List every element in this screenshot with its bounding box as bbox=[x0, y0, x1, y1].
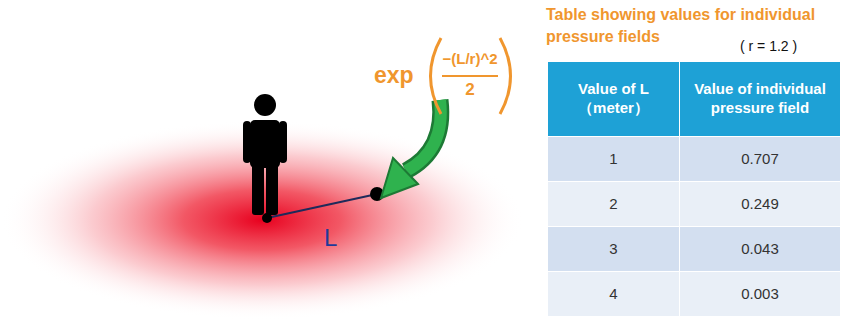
parenthesis bbox=[431, 38, 442, 114]
formula-denominator: 2 bbox=[438, 80, 502, 100]
header-text: Value of L（meter） bbox=[556, 80, 671, 118]
pressure-field bbox=[0, 120, 524, 320]
parameter-note: ( r = 1.2 ) bbox=[740, 38, 840, 55]
table-header-cell: Value of individual pressure field bbox=[680, 62, 840, 137]
distance-line bbox=[267, 194, 377, 218]
arrowhead bbox=[381, 158, 418, 198]
table-cell: 0.043 bbox=[680, 227, 840, 272]
header-text: Value of individual pressure field bbox=[688, 80, 832, 118]
arrow-outline bbox=[406, 100, 441, 171]
table-header-cell: Value of L（meter） bbox=[548, 62, 680, 137]
table-cell: 0.707 bbox=[680, 137, 840, 182]
cell-value: 3 bbox=[609, 240, 617, 259]
cell-value: 0.249 bbox=[741, 195, 779, 214]
table-cell: 0.249 bbox=[680, 182, 840, 227]
cell-value: 0.003 bbox=[741, 285, 779, 304]
cell-value: 0.707 bbox=[741, 150, 779, 169]
person-figure bbox=[243, 94, 287, 215]
table-cell: 3 bbox=[548, 227, 680, 272]
formula-exp: exp bbox=[374, 62, 434, 90]
table-cell: 1 bbox=[548, 137, 680, 182]
fraction-bar bbox=[442, 75, 498, 77]
cell-value: 0.043 bbox=[741, 240, 779, 259]
parenthesis bbox=[500, 38, 511, 114]
arrow-body bbox=[406, 100, 441, 171]
person-point bbox=[262, 213, 272, 223]
cell-value: 4 bbox=[609, 285, 617, 304]
distance-label: L bbox=[324, 224, 354, 253]
cell-value: 2 bbox=[609, 195, 617, 214]
table-cell: 2 bbox=[548, 182, 680, 227]
table-cell: 4 bbox=[548, 272, 680, 317]
cell-value: 1 bbox=[609, 150, 617, 169]
table-caption: Table showing values for individual pres… bbox=[546, 4, 846, 49]
formula-numerator: −(L/r)^2 bbox=[438, 50, 502, 68]
table-cell: 0.003 bbox=[680, 272, 840, 317]
